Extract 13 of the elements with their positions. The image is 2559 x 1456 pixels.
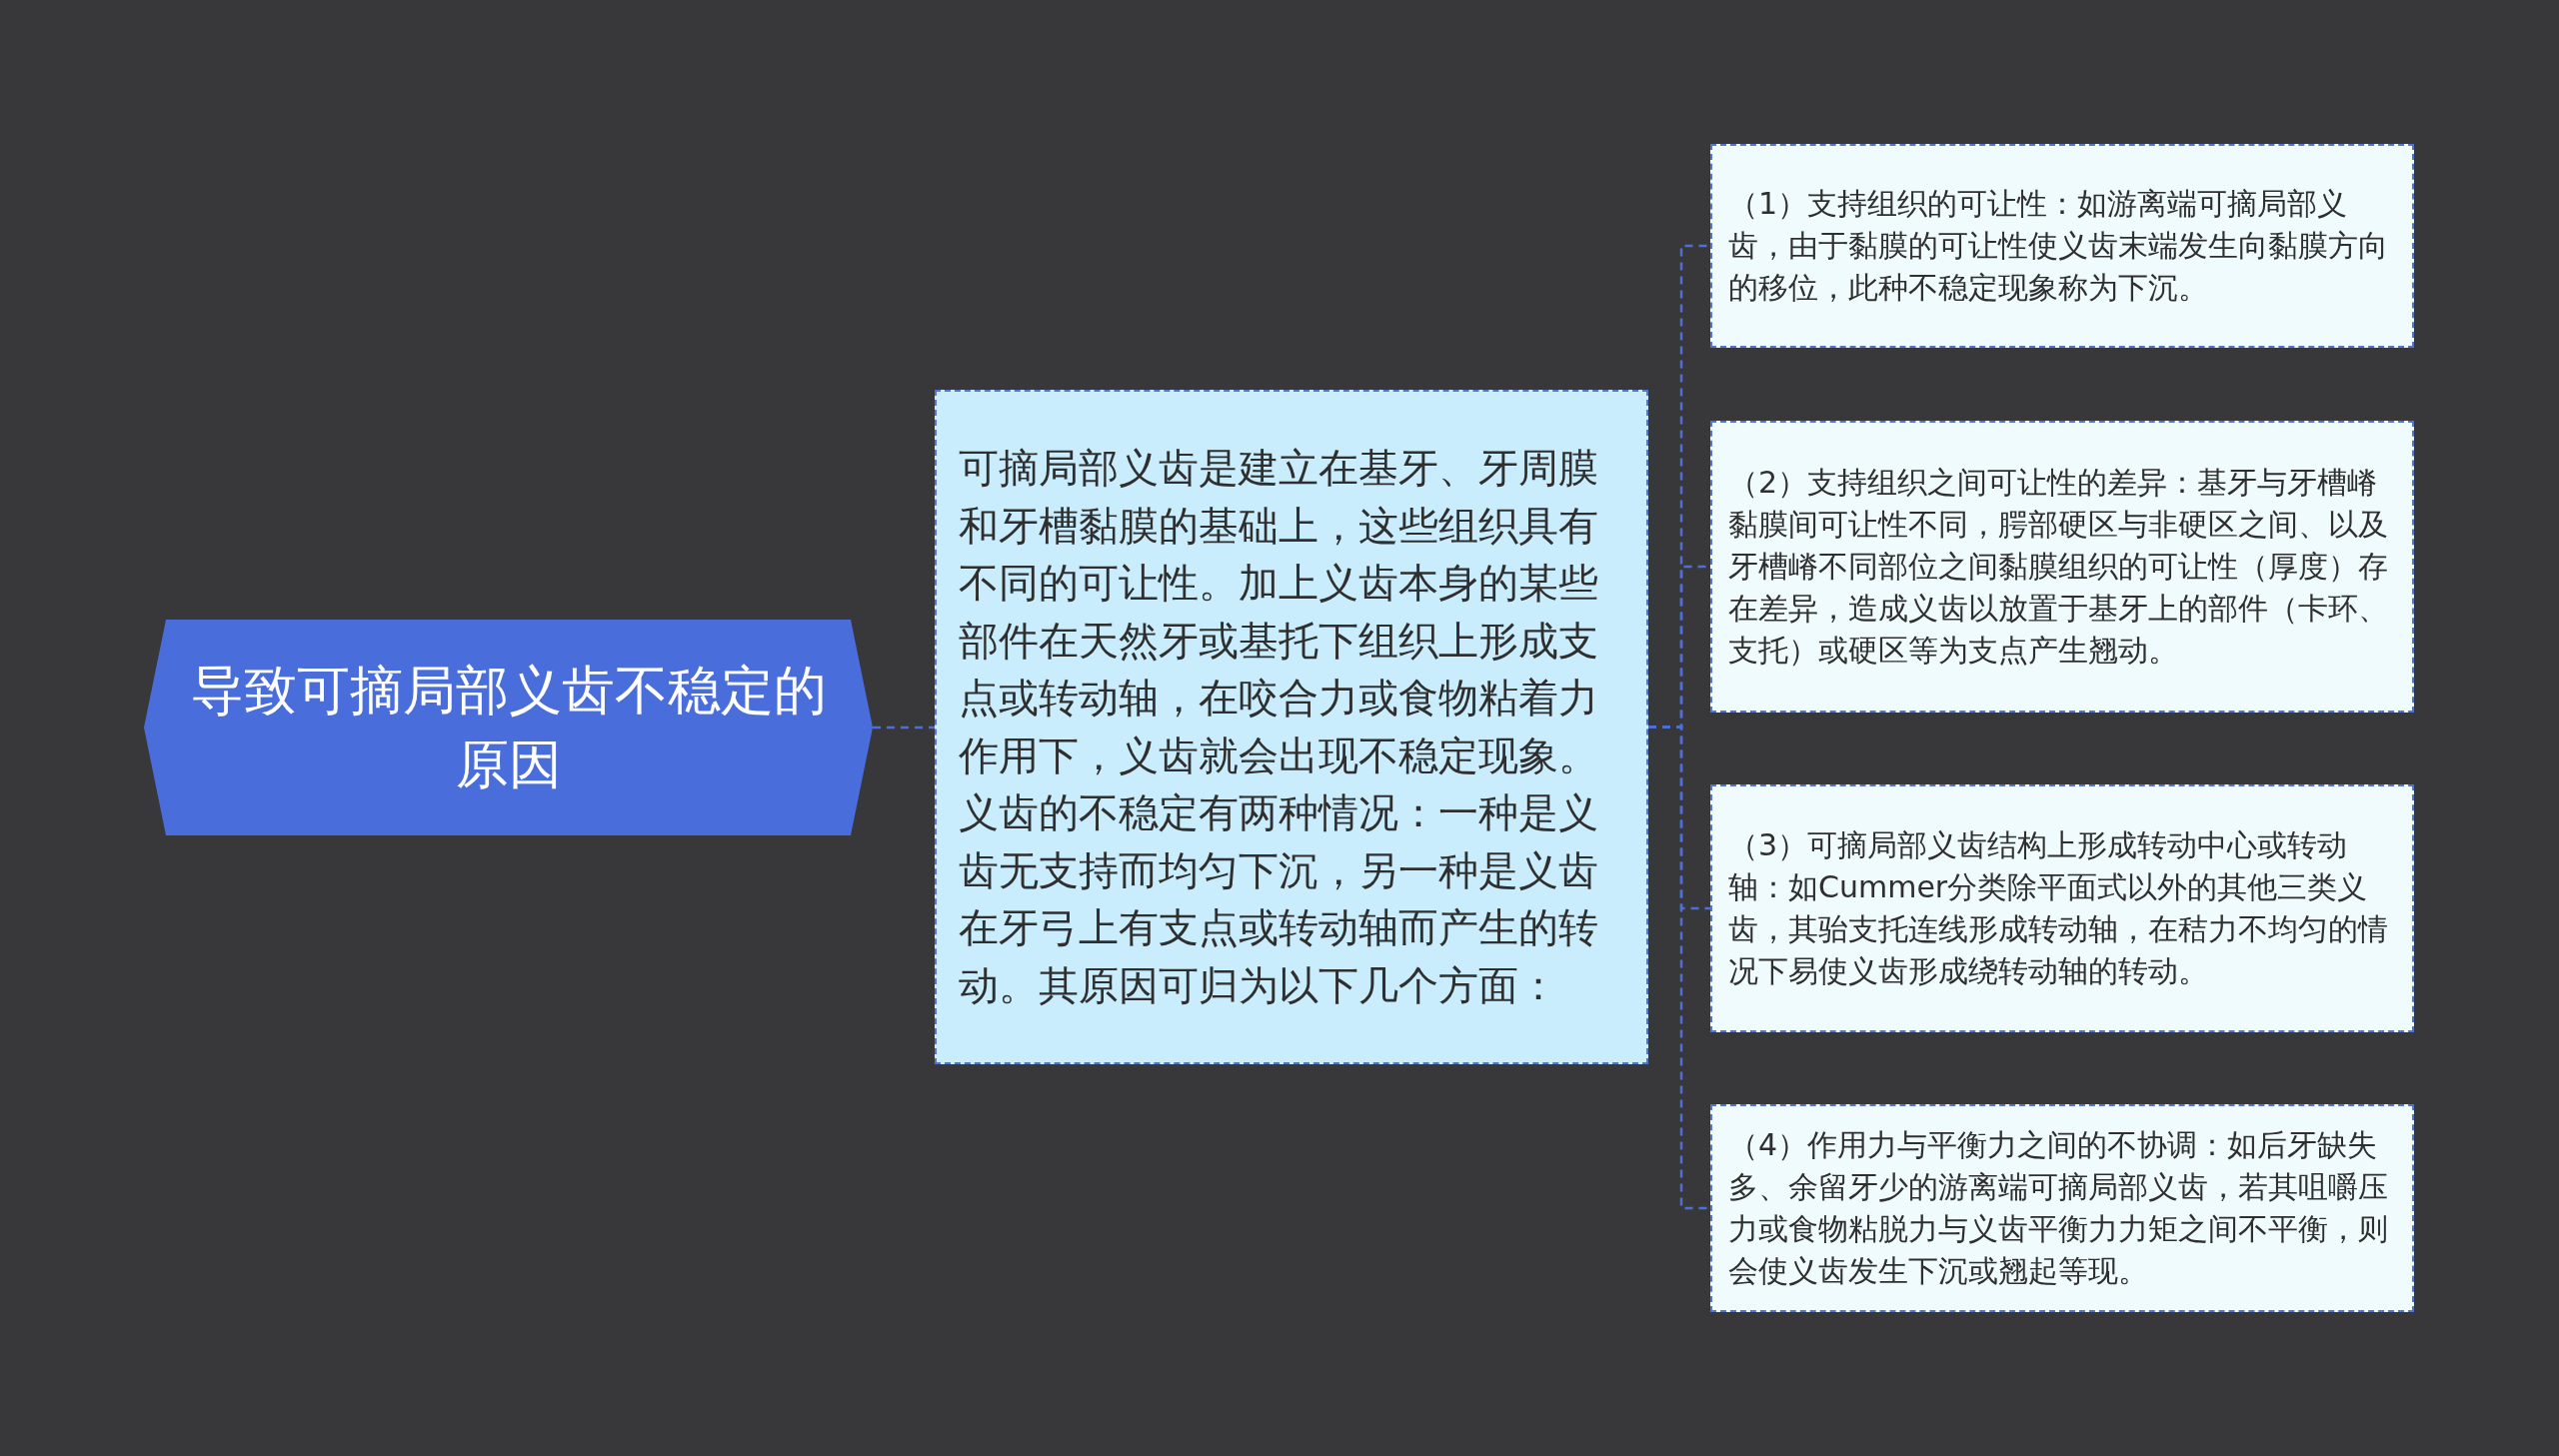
paragraph-text: （3）可摘局部义齿结构上形成转动中心或转动轴：如Cummer分类除平面式以外的其他三类义齿，其骀支托连线形成转动轴，在秸力不均匀的情况下易使义齿形成绕转动轴的转动。	[1728, 826, 2389, 990]
paragraph-text: （2）支持组织之间可让性的差异：基牙与牙槽嵴黏膜间可让性不同，腭部硬区与非硬区之间、以及牙槽嵴不同部位之间黏膜组织的可让性（厚度）存在差异，造成义齿以放置于基牙上的部件（卡环、支托）或硬区等为支点产生翘动。	[1728, 464, 2389, 670]
cause-box	[1710, 1104, 2414, 1312]
cause-box	[1710, 784, 2414, 1032]
summary-box	[935, 390, 1648, 1064]
cause-box	[1710, 144, 2414, 348]
paragraph-text: （4）作用力与平衡力之间的不协调：如后牙缺失多、余留牙少的游离端可摘局部义齿，若其咀嚼压力或食物粘脱力与义齿平衡力力矩之间不平衡，则会使义齿发生下沉或翘起等现。	[1728, 1126, 2389, 1290]
connector-line	[873, 726, 935, 729]
cause-box	[1710, 421, 2414, 713]
topic-hexagon	[144, 620, 873, 835]
topic-title: 导致可摘局部义齿不稳定的原因	[189, 659, 828, 796]
paragraph-text: （1）支持组织的可让性：如游离端可摘局部义齿，由于黏膜的可让性使义齿末端发生向黏膜方向的移位，此种不稳定现象称为下沉。	[1728, 185, 2389, 307]
paragraph-text: 可摘局部义齿是建立在基牙、牙周膜和牙槽黏膜的基础上，这些组织具有不同的可让性。加上义齿本身的某些部件在天然牙或基托下组织上形成支点或转动轴，在咬合力或食物粘着力作用下，义齿就会出现不稳定现象。义齿的不稳定有两种情况：一种是义齿无支持而均匀下沉，另一种是义齿在牙弓上有支点或转动轴而产生的转动。其原因可归为以下几个方面：	[959, 444, 1599, 1010]
